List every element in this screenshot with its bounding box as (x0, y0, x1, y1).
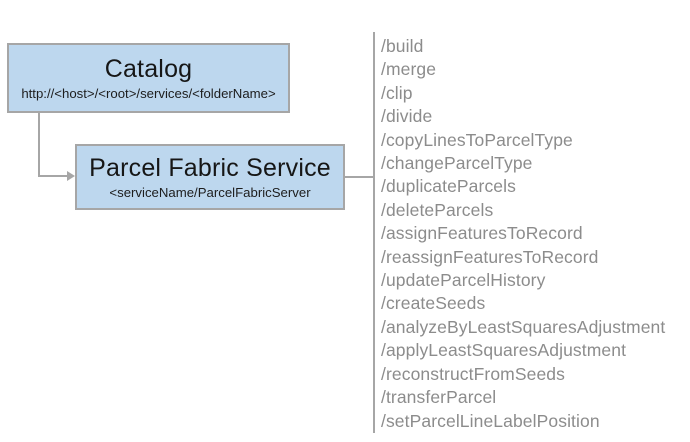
endpoint-item: /copyLinesToParcelType (381, 129, 573, 150)
endpoint-item: /reconstructFromSeeds (381, 363, 565, 384)
endpoint-item: /deleteParcels (381, 199, 494, 220)
connector-elbow-vertical-line (38, 113, 40, 177)
catalog-box: Catalog http://<host>/<root>/services/<f… (7, 43, 290, 113)
endpoint-item: /reassignFeaturesToRecord (381, 246, 599, 267)
endpoint-item: /changeParcelType (381, 153, 533, 174)
parcel-fabric-service-box-title: Parcel Fabric Service (89, 153, 331, 182)
endpoint-item: /duplicateParcels (381, 176, 516, 197)
endpoint-item: /updateParcelHistory (381, 270, 546, 291)
endpoint-item: /build (381, 36, 424, 56)
endpoint-item: /divide (381, 106, 433, 127)
connector-service-to-endpoints-line (345, 176, 373, 178)
endpoint-item: /transferParcel (381, 387, 497, 408)
catalog-box-url-pattern: http://<host>/<root>/services/<folderNam… (21, 85, 276, 101)
endpoint-item: /setParcelLineLabelPosition (381, 410, 600, 431)
endpoint-item: /assignFeaturesToRecord (381, 223, 583, 244)
endpoint-item: /createSeeds (381, 293, 486, 314)
endpoint-item: /analyzeByLeastSquaresAdjustment (381, 316, 666, 337)
endpoint-item: /applyLeastSquaresAdjustment (381, 340, 627, 361)
connector-arrowhead-icon (67, 171, 75, 181)
parcel-fabric-service-box-url-pattern: <serviceName/ParcelFabricServer (109, 184, 311, 200)
endpoint-list-divider-line (373, 32, 375, 433)
endpoint-list: /build/merge/clip/divide/copyLinesToParc… (381, 35, 690, 433)
endpoint-item: /merge (381, 59, 437, 80)
connector-elbow-horizontal-line (38, 175, 69, 177)
parcel-fabric-service-box: Parcel Fabric Service <serviceName/Parce… (75, 144, 345, 210)
endpoint-item: /clip (381, 82, 413, 103)
catalog-box-title: Catalog (104, 54, 193, 83)
